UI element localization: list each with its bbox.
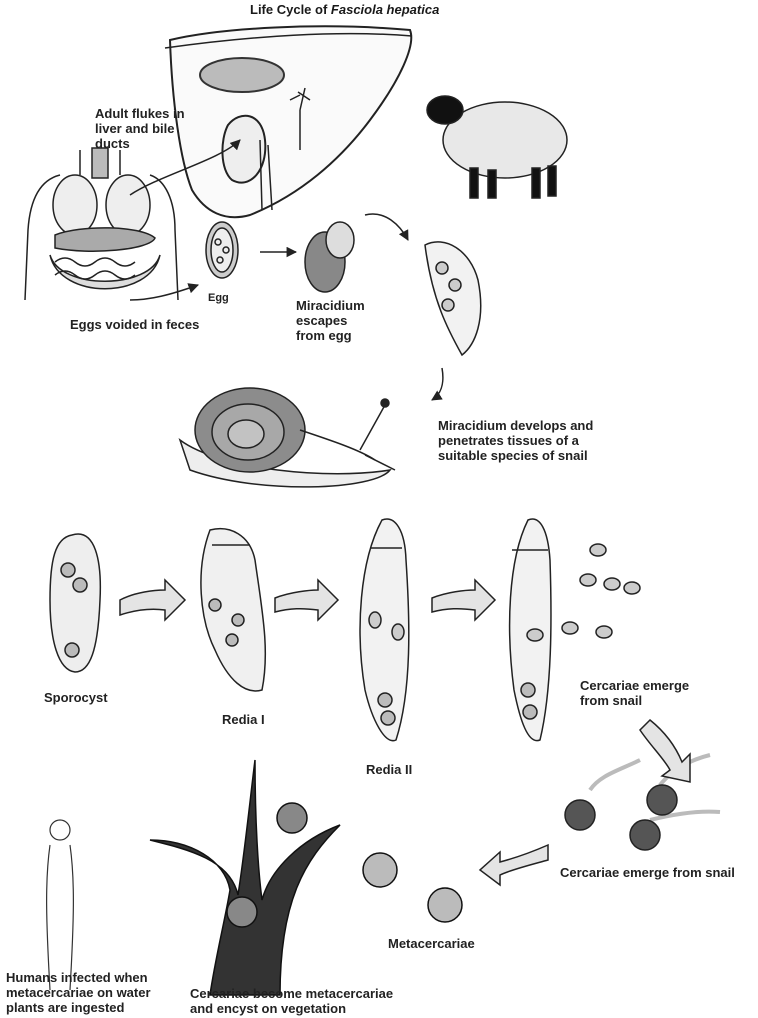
sheep-illustration <box>427 96 567 198</box>
egg-illustration <box>206 222 238 278</box>
label-cercariae-emerge-1: Cercariae emerge from snail <box>580 678 689 708</box>
label-eggs-voided: Eggs voided in feces <box>70 317 199 332</box>
label-redia-2: Redia II <box>366 762 412 777</box>
human-body-organs-illustration <box>25 148 178 300</box>
redia-2-illustration <box>360 519 409 741</box>
label-sporocyst: Sporocyst <box>44 690 108 705</box>
miracidium-escaping-illustration <box>305 222 354 292</box>
label-metacercariae: Metacercariae <box>388 936 475 951</box>
diagram-title: Life Cycle of Fasciola hepatica <box>250 2 439 17</box>
sporocyst-illustration <box>50 534 100 672</box>
label-redia-1: Redia I <box>222 712 265 727</box>
label-humans-infected: Humans infected when metacercariae on wa… <box>6 970 151 1015</box>
redia-1-illustration <box>201 529 265 691</box>
snail-illustration <box>180 388 395 487</box>
label-adult-flukes: Adult flukes in liver and bile ducts <box>95 106 185 151</box>
human-figure-illustration <box>47 820 74 990</box>
encysting-cercariae-illustration <box>565 755 720 850</box>
miracidium-illustration <box>425 242 481 355</box>
label-egg: Egg <box>208 291 229 306</box>
label-miracidium-escapes: Miracidium escapes from egg <box>296 298 365 343</box>
liver-illustration <box>165 26 412 217</box>
label-encyst-on-vegetation: Cercariae become metacercariae and encys… <box>190 986 393 1016</box>
label-cercariae-emerge-2: Cercariae emerge from snail <box>560 865 735 880</box>
label-miracidium-develops: Miracidium develops and penetrates tissu… <box>438 418 593 463</box>
water-plant-illustration <box>150 760 462 995</box>
